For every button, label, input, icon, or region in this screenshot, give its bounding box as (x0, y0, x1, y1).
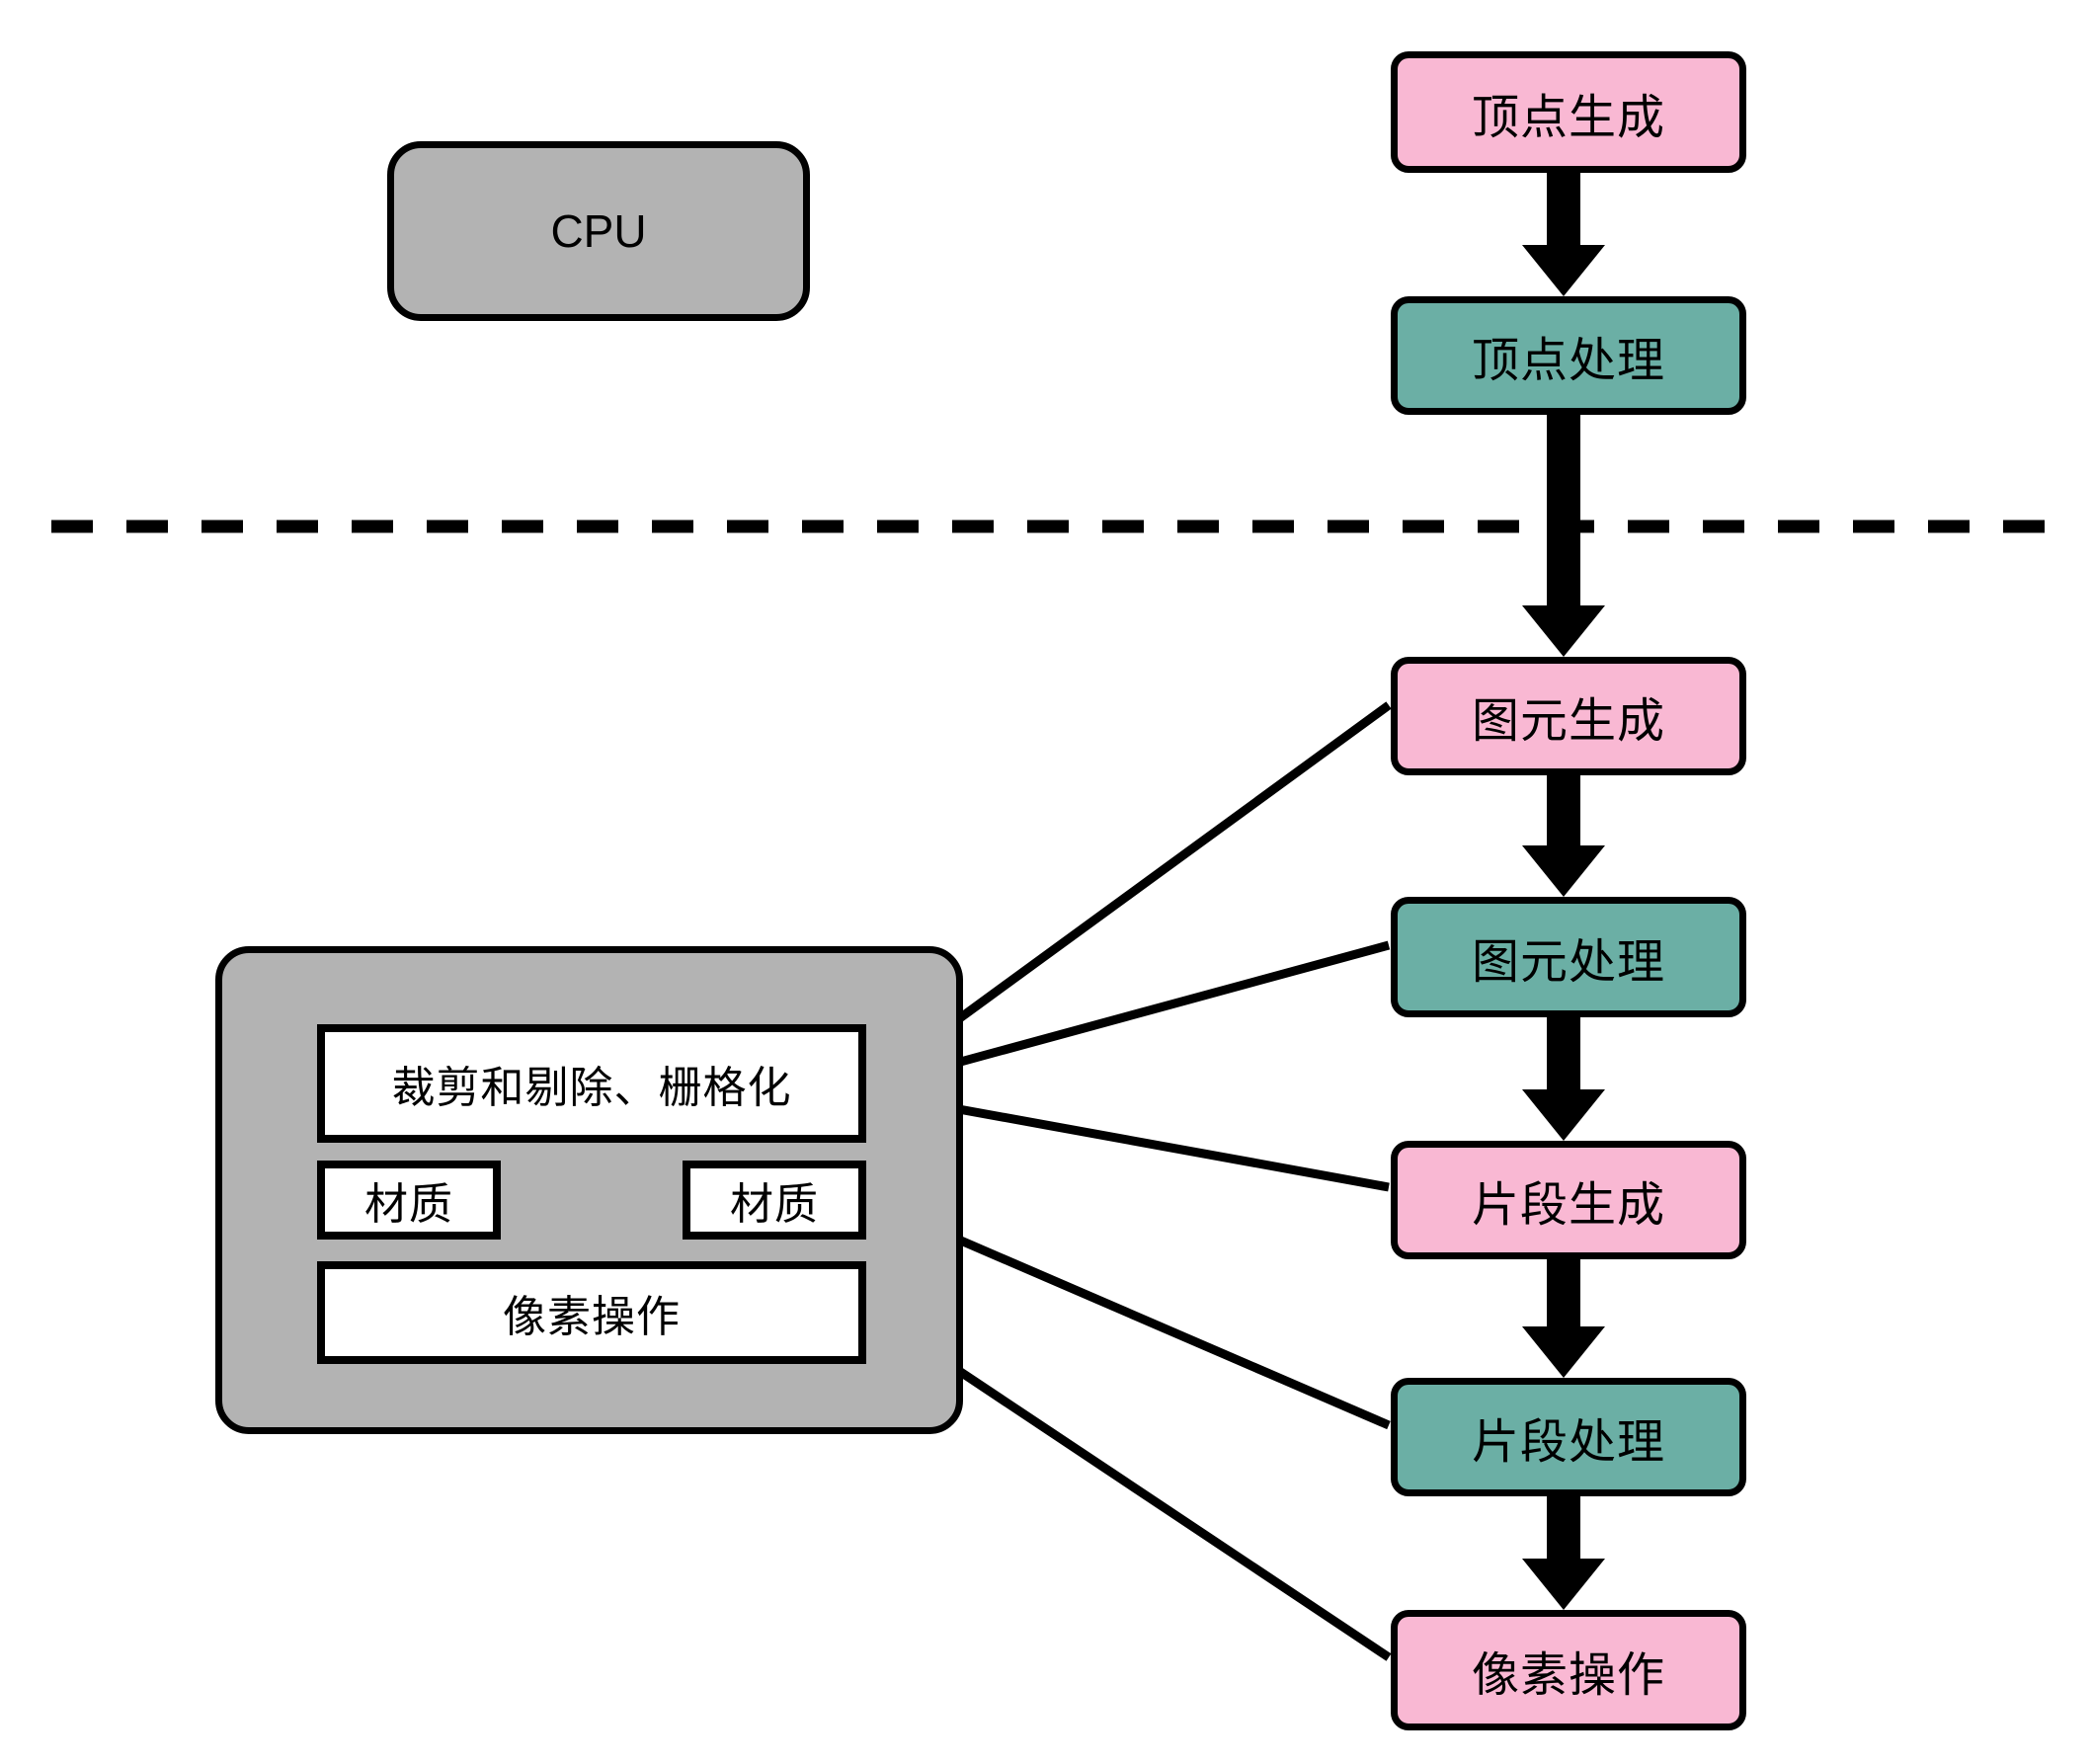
pipeline-stage-vertex-processing[interactable]: 顶点处理 (1391, 296, 1746, 415)
gpu-stage-texture-left[interactable]: 材质 (317, 1161, 501, 1240)
pipeline-stage-pixel-operation[interactable]: 像素操作 (1391, 1610, 1746, 1730)
gpu-stage-texture-right-label: 材质 (730, 1180, 819, 1229)
gpu-stage-texture-left-label: 材质 (364, 1180, 453, 1229)
pipeline-stage-fragment-generation[interactable]: 片段生成 (1391, 1141, 1746, 1259)
pipeline-stage-primitive-generation[interactable]: 图元生成 (1391, 657, 1746, 775)
pipeline-stage-fragment-processing[interactable]: 片段处理 (1391, 1378, 1746, 1496)
gpu-block[interactable]: 裁剪和剔除、栅格化 材质 材质 像素操作 (215, 946, 963, 1434)
pipeline-stage-vertex-generation[interactable]: 顶点生成 (1391, 51, 1746, 173)
gpu-stage-pixel-operation[interactable]: 像素操作 (317, 1261, 866, 1364)
pipeline-stage-vertex-generation-label: 顶点生成 (1471, 91, 1665, 144)
cpu-label: CPU (550, 205, 647, 257)
gpu-stage-texture-right[interactable]: 材质 (683, 1161, 866, 1240)
gpu-stage-clip-cull-raster[interactable]: 裁剪和剔除、栅格化 (317, 1024, 866, 1143)
pipeline-stage-fragment-generation-label: 片段生成 (1471, 1179, 1665, 1232)
pipeline-stage-primitive-processing[interactable]: 图元处理 (1391, 897, 1746, 1017)
gpu-stage-pixel-operation-label: 像素操作 (503, 1293, 681, 1341)
pipeline-stage-fragment-processing-label: 片段处理 (1471, 1416, 1665, 1469)
pipeline-flow-arrows (1522, 173, 1605, 1610)
pipeline-stage-primitive-generation-label: 图元生成 (1471, 695, 1665, 748)
gpu-stage-clip-cull-raster-label: 裁剪和剔除、栅格化 (391, 1064, 792, 1112)
cpu-block[interactable]: CPU (387, 141, 810, 321)
pipeline-stage-primitive-processing-label: 图元处理 (1471, 936, 1665, 989)
pipeline-stage-pixel-operation-label: 像素操作 (1471, 1649, 1665, 1702)
pipeline-stage-vertex-processing-label: 顶点处理 (1471, 335, 1665, 387)
connector-fragment-processing-to-texture (801, 1171, 1391, 1430)
